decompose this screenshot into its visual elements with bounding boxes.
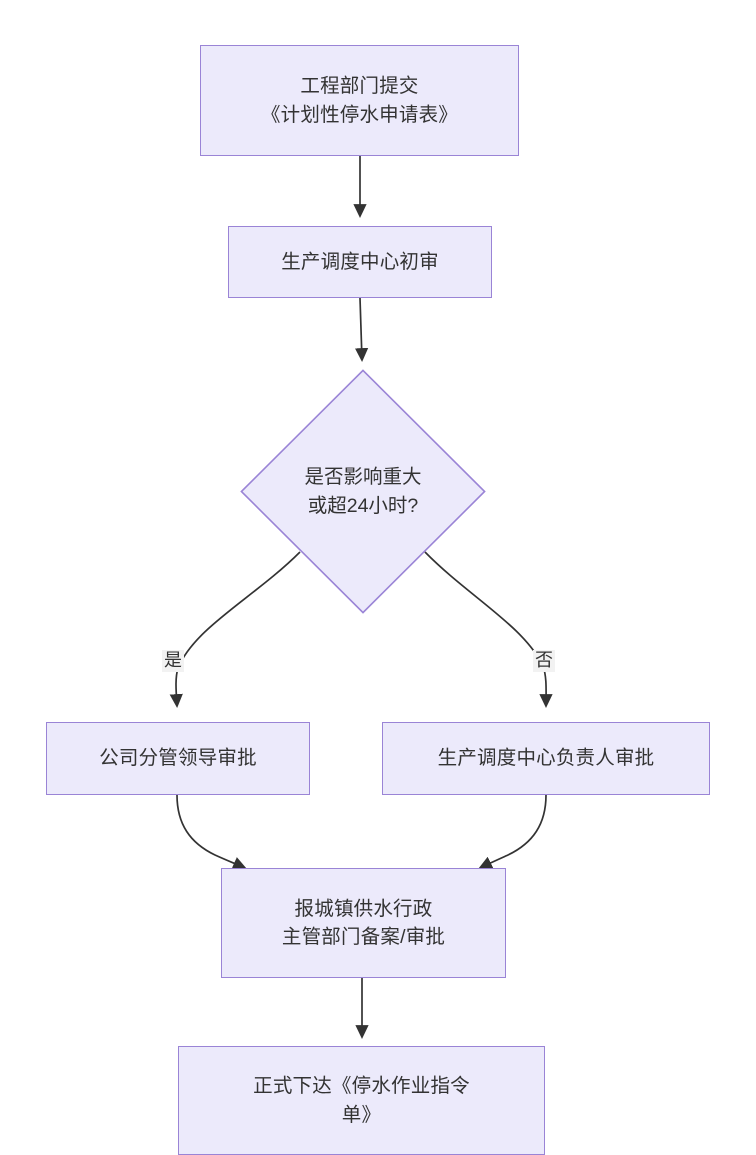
node-label: 报城镇供水行政 主管部门备案/审批 xyxy=(281,897,446,948)
node-label: 生产调度中心负责人审批 xyxy=(437,747,655,770)
node-engineering-submit[interactable]: 工程部门提交 《计划性停水申请表》 xyxy=(200,45,519,156)
node-issue-shutdown-order[interactable]: 正式下达《停水作业指令 单》 xyxy=(178,1046,545,1155)
node-dispatch-head-approval[interactable]: 生产调度中心负责人审批 xyxy=(382,722,710,795)
diamond-shape xyxy=(240,369,486,614)
node-label: 生产调度中心初审 xyxy=(281,250,439,273)
node-company-leader-approval[interactable]: 公司分管领导审批 xyxy=(46,722,310,795)
edge-n4-n6 xyxy=(176,794,247,870)
node-label: 正式下达《停水作业指令 单》 xyxy=(253,1075,470,1126)
edge-n2-n3 xyxy=(354,297,369,363)
edge-n5-n6 xyxy=(478,794,547,869)
edge-label-yes: 是 xyxy=(162,650,184,672)
node-dispatch-center-first-review[interactable]: 生产调度中心初审 xyxy=(228,226,492,298)
node-label: 工程部门提交 《计划性停水申请表》 xyxy=(260,75,458,126)
node-label: 公司分管领导审批 xyxy=(99,747,257,770)
node-municipal-water-authority-filing[interactable]: 报城镇供水行政 主管部门备案/审批 xyxy=(221,868,506,978)
node-decision-major-impact[interactable]: 是否影响重大 或超24小时? xyxy=(240,369,486,614)
edge-label-no: 否 xyxy=(533,650,555,672)
